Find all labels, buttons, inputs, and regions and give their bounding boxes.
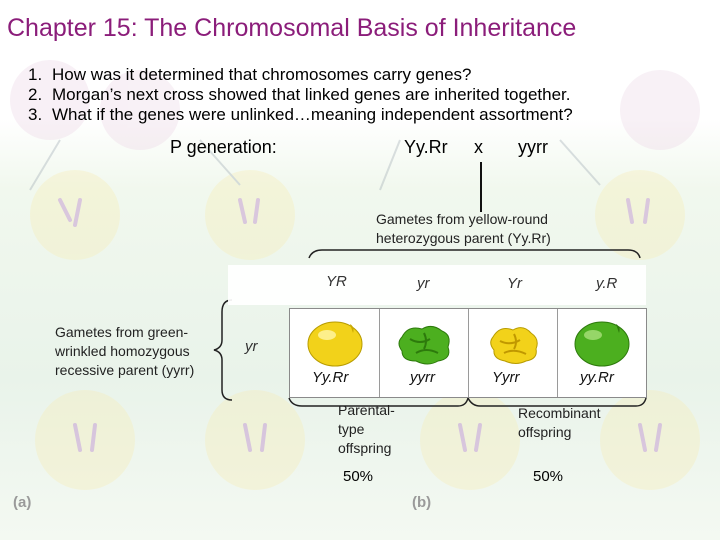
slide-title: Chapter 15: The Chromosomal Basis of Inh… (7, 14, 577, 42)
seed-yellow-round (307, 321, 363, 367)
recombinant-percent: 50% (533, 468, 564, 485)
recombinant-label: Recombinant offspring (518, 405, 601, 440)
grid-divider (557, 309, 558, 397)
gamete-yR: y.R (596, 275, 618, 292)
gamete-Yr: Yr (507, 275, 522, 292)
p-generation-parent2: yyrr (518, 137, 548, 157)
question-text: How was it determined that chromosomes c… (52, 65, 472, 84)
offspring-genotype: Yy.Rr (312, 369, 349, 386)
panel-label-b: (b) (412, 494, 432, 511)
p-generation-label: P generation: (170, 137, 277, 157)
question-item: 2. Morgan’s next cross showed that linked… (28, 85, 573, 105)
gametes-yellow-round-label: Gametes from yellow-round heterozygous p… (376, 211, 551, 246)
offspring-genotype: yy.Rr (580, 369, 614, 386)
question-number: 2. (28, 85, 43, 104)
gamete-yr: yr (417, 275, 430, 292)
parental-percent: 50% (343, 468, 374, 485)
grid-divider (468, 309, 469, 397)
p-generation-cross: x (474, 137, 483, 157)
offspring-genotype: yyrr (410, 369, 435, 386)
question-number: 1. (28, 65, 43, 84)
gamete-header-band (228, 265, 646, 305)
panel-label-a: (a) (13, 494, 32, 511)
punnett-offspring-grid: Yy.Rr yyrr Yyrr yy.Rr (289, 308, 647, 398)
seed-illustrations (307, 321, 630, 367)
grid-divider (379, 309, 380, 397)
p-generation-parent1: Yy.Rr (404, 137, 448, 157)
question-number: 3. (28, 105, 43, 124)
seed-green-wrinkled (398, 325, 450, 365)
parental-type-label: Parental-type offspring (338, 402, 395, 456)
question-list: 1. How was it determined that chromosomes… (28, 65, 573, 125)
question-item: 1. How was it determined that chromosomes… (28, 65, 573, 85)
seed-yellow-wrinkled (490, 327, 538, 364)
gamete-left-yr: yr (245, 338, 258, 355)
question-text: Morgan’s next cross showed that linked g… (52, 85, 571, 104)
seed-green-round (574, 321, 630, 367)
gametes-green-wrinkled-label: Gametes from green-wrinkled homozygous r… (55, 324, 195, 378)
question-text: What if the genes were unlinked…meaning … (52, 105, 573, 124)
offspring-genotype: Yyrr (492, 369, 520, 386)
gamete-YR: YR (326, 273, 347, 290)
question-item: 3. What if the genes were unlinked…meanin… (28, 105, 573, 125)
